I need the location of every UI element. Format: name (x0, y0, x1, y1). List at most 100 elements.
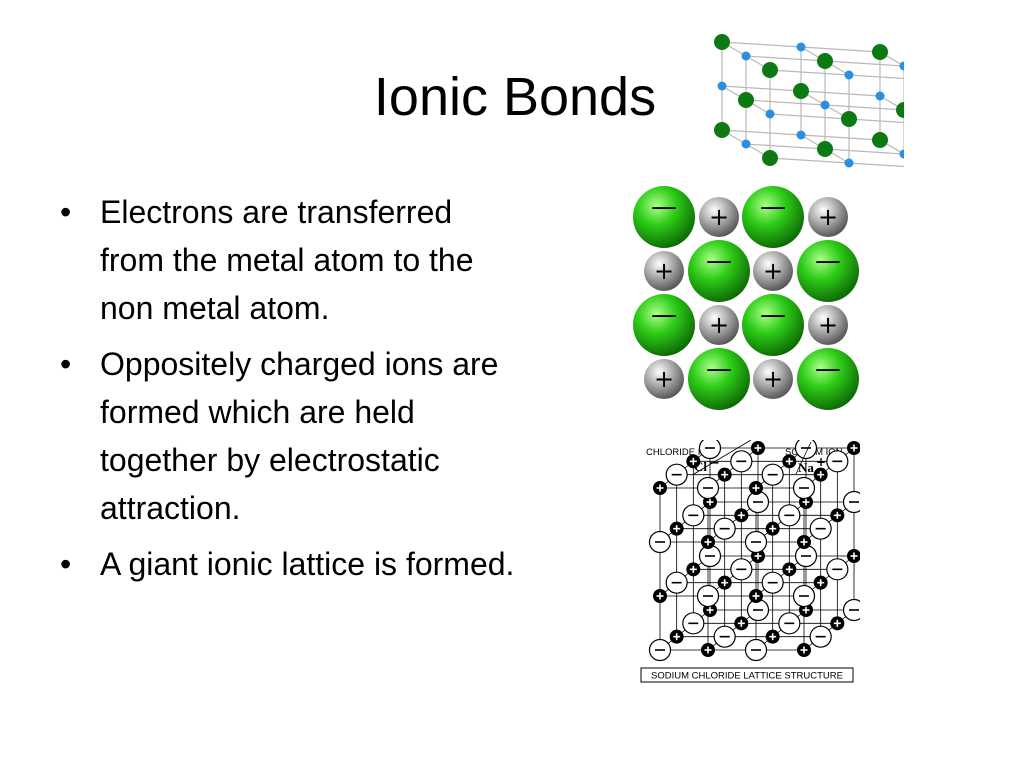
sodium-ion (830, 616, 845, 631)
cube-bond (769, 157, 904, 168)
bullet-dot: • (60, 346, 72, 382)
sodium-atom (844, 158, 854, 168)
sodium-ion (686, 562, 701, 577)
chloride-ion (809, 625, 832, 648)
nacl-cube-model (714, 34, 904, 168)
bullet-item: •Electrons are transferred from the meta… (60, 188, 520, 332)
sodium-ion (847, 441, 860, 455)
anion-sphere: — (742, 186, 804, 248)
ion-sphere-grid: ++++++++———————— (633, 186, 859, 410)
sodium-ion (749, 589, 763, 603)
caption-box (640, 667, 854, 683)
chloride-atom (793, 83, 809, 99)
chloride-atom (714, 34, 730, 50)
sodium-pointer (795, 441, 812, 475)
sodium-atom (844, 70, 854, 80)
cation-sphere: + (808, 197, 848, 237)
chloride-ion (842, 490, 860, 514)
sodium-ion (813, 575, 828, 590)
chloride-atom (762, 150, 778, 166)
sodium-atom (899, 61, 904, 71)
bullet-dot: • (60, 546, 72, 582)
sodium-ion (734, 508, 749, 523)
sodium-atom (741, 51, 751, 61)
cation-sphere: + (699, 305, 739, 345)
chloride-ion (744, 638, 768, 662)
cation-sphere: + (808, 305, 848, 345)
sodium-ion (749, 481, 763, 495)
chloride-ion (648, 638, 672, 662)
anion-sphere: — (688, 240, 750, 302)
chloride-atom (841, 111, 857, 127)
slide-title: Ionic Bonds (373, 67, 657, 127)
chloride-ion (778, 504, 801, 527)
chloride-ion (826, 558, 849, 581)
sodium-ion (830, 508, 845, 523)
sodium-ion (717, 467, 732, 482)
sodium-atom (796, 42, 806, 52)
chloride-ion (730, 450, 753, 473)
sodium-ion (669, 521, 684, 536)
minus-sign: — (706, 354, 732, 384)
bullet-text: Electrons are transferred from the metal… (100, 194, 474, 326)
chloride-atom (762, 62, 778, 78)
sodium-ion (751, 441, 765, 455)
chloride-ion (698, 440, 722, 460)
chloride-pointer (693, 440, 752, 475)
cation-sphere: + (699, 197, 739, 237)
sodium-atom (796, 130, 806, 140)
bullet-item: •A giant ionic lattice is formed. (60, 540, 520, 588)
sodium-charge: + (816, 455, 826, 469)
minus-sign: — (706, 246, 732, 276)
sodium-ion (701, 535, 715, 549)
cube-bond (879, 95, 904, 111)
chloride-ion (778, 612, 801, 635)
sodium-atom (717, 81, 727, 91)
chloride-ion (648, 530, 672, 554)
plus-sign: + (763, 365, 783, 393)
sodium-ion (686, 454, 701, 469)
bullet-list: • Electrons are transferred from the meta… (60, 188, 520, 596)
anion-sphere: — (742, 294, 804, 356)
sodium-ion (813, 467, 828, 482)
cation-sphere: + (753, 251, 793, 291)
sodium-atom (899, 149, 904, 159)
chloride-ion (761, 463, 784, 486)
sodium-ion (847, 549, 860, 563)
chloride-ion (665, 571, 688, 594)
chloride-ion (682, 504, 705, 527)
sodium-ion (717, 575, 732, 590)
chloride-ion (761, 571, 784, 594)
chloride-atom (714, 122, 730, 138)
chloride-atom (872, 44, 888, 60)
chloride-atom (872, 132, 888, 148)
nacl-lattice-diagram: CHLORIDE ION Cl SODIUM ION Na SODIUM CHL… (640, 440, 860, 683)
plus-sign: + (763, 257, 783, 285)
minus-sign: — (651, 192, 677, 222)
minus-sign: — (815, 246, 841, 276)
chloride-atom (817, 141, 833, 157)
cube-bond (769, 69, 904, 80)
sodium-ion (653, 481, 667, 495)
chloride-ion (792, 584, 816, 608)
sodium-ion (782, 454, 797, 469)
cube-bond (879, 139, 904, 155)
sodium-ion (701, 643, 715, 657)
chloride-ion (696, 584, 720, 608)
plus-sign: + (709, 203, 729, 231)
chloride-ion (730, 558, 753, 581)
sodium-ion (797, 643, 811, 657)
chloride-atom (817, 53, 833, 69)
minus-sign: — (651, 300, 677, 330)
sodium-ion (653, 589, 667, 603)
chloride-ion (713, 625, 736, 648)
chloride-atom (738, 92, 754, 108)
plus-sign: + (818, 311, 838, 339)
chloride-ion (794, 544, 818, 568)
sodium-ion (765, 629, 780, 644)
lattice-caption: SODIUM CHLORIDE LATTICE STRUCTURE (651, 671, 843, 682)
bullet-item: •Oppositely charged ions are formed whic… (60, 340, 520, 532)
minus-sign: — (760, 300, 786, 330)
chloride-atom (896, 102, 904, 118)
anion-sphere: — (797, 348, 859, 410)
